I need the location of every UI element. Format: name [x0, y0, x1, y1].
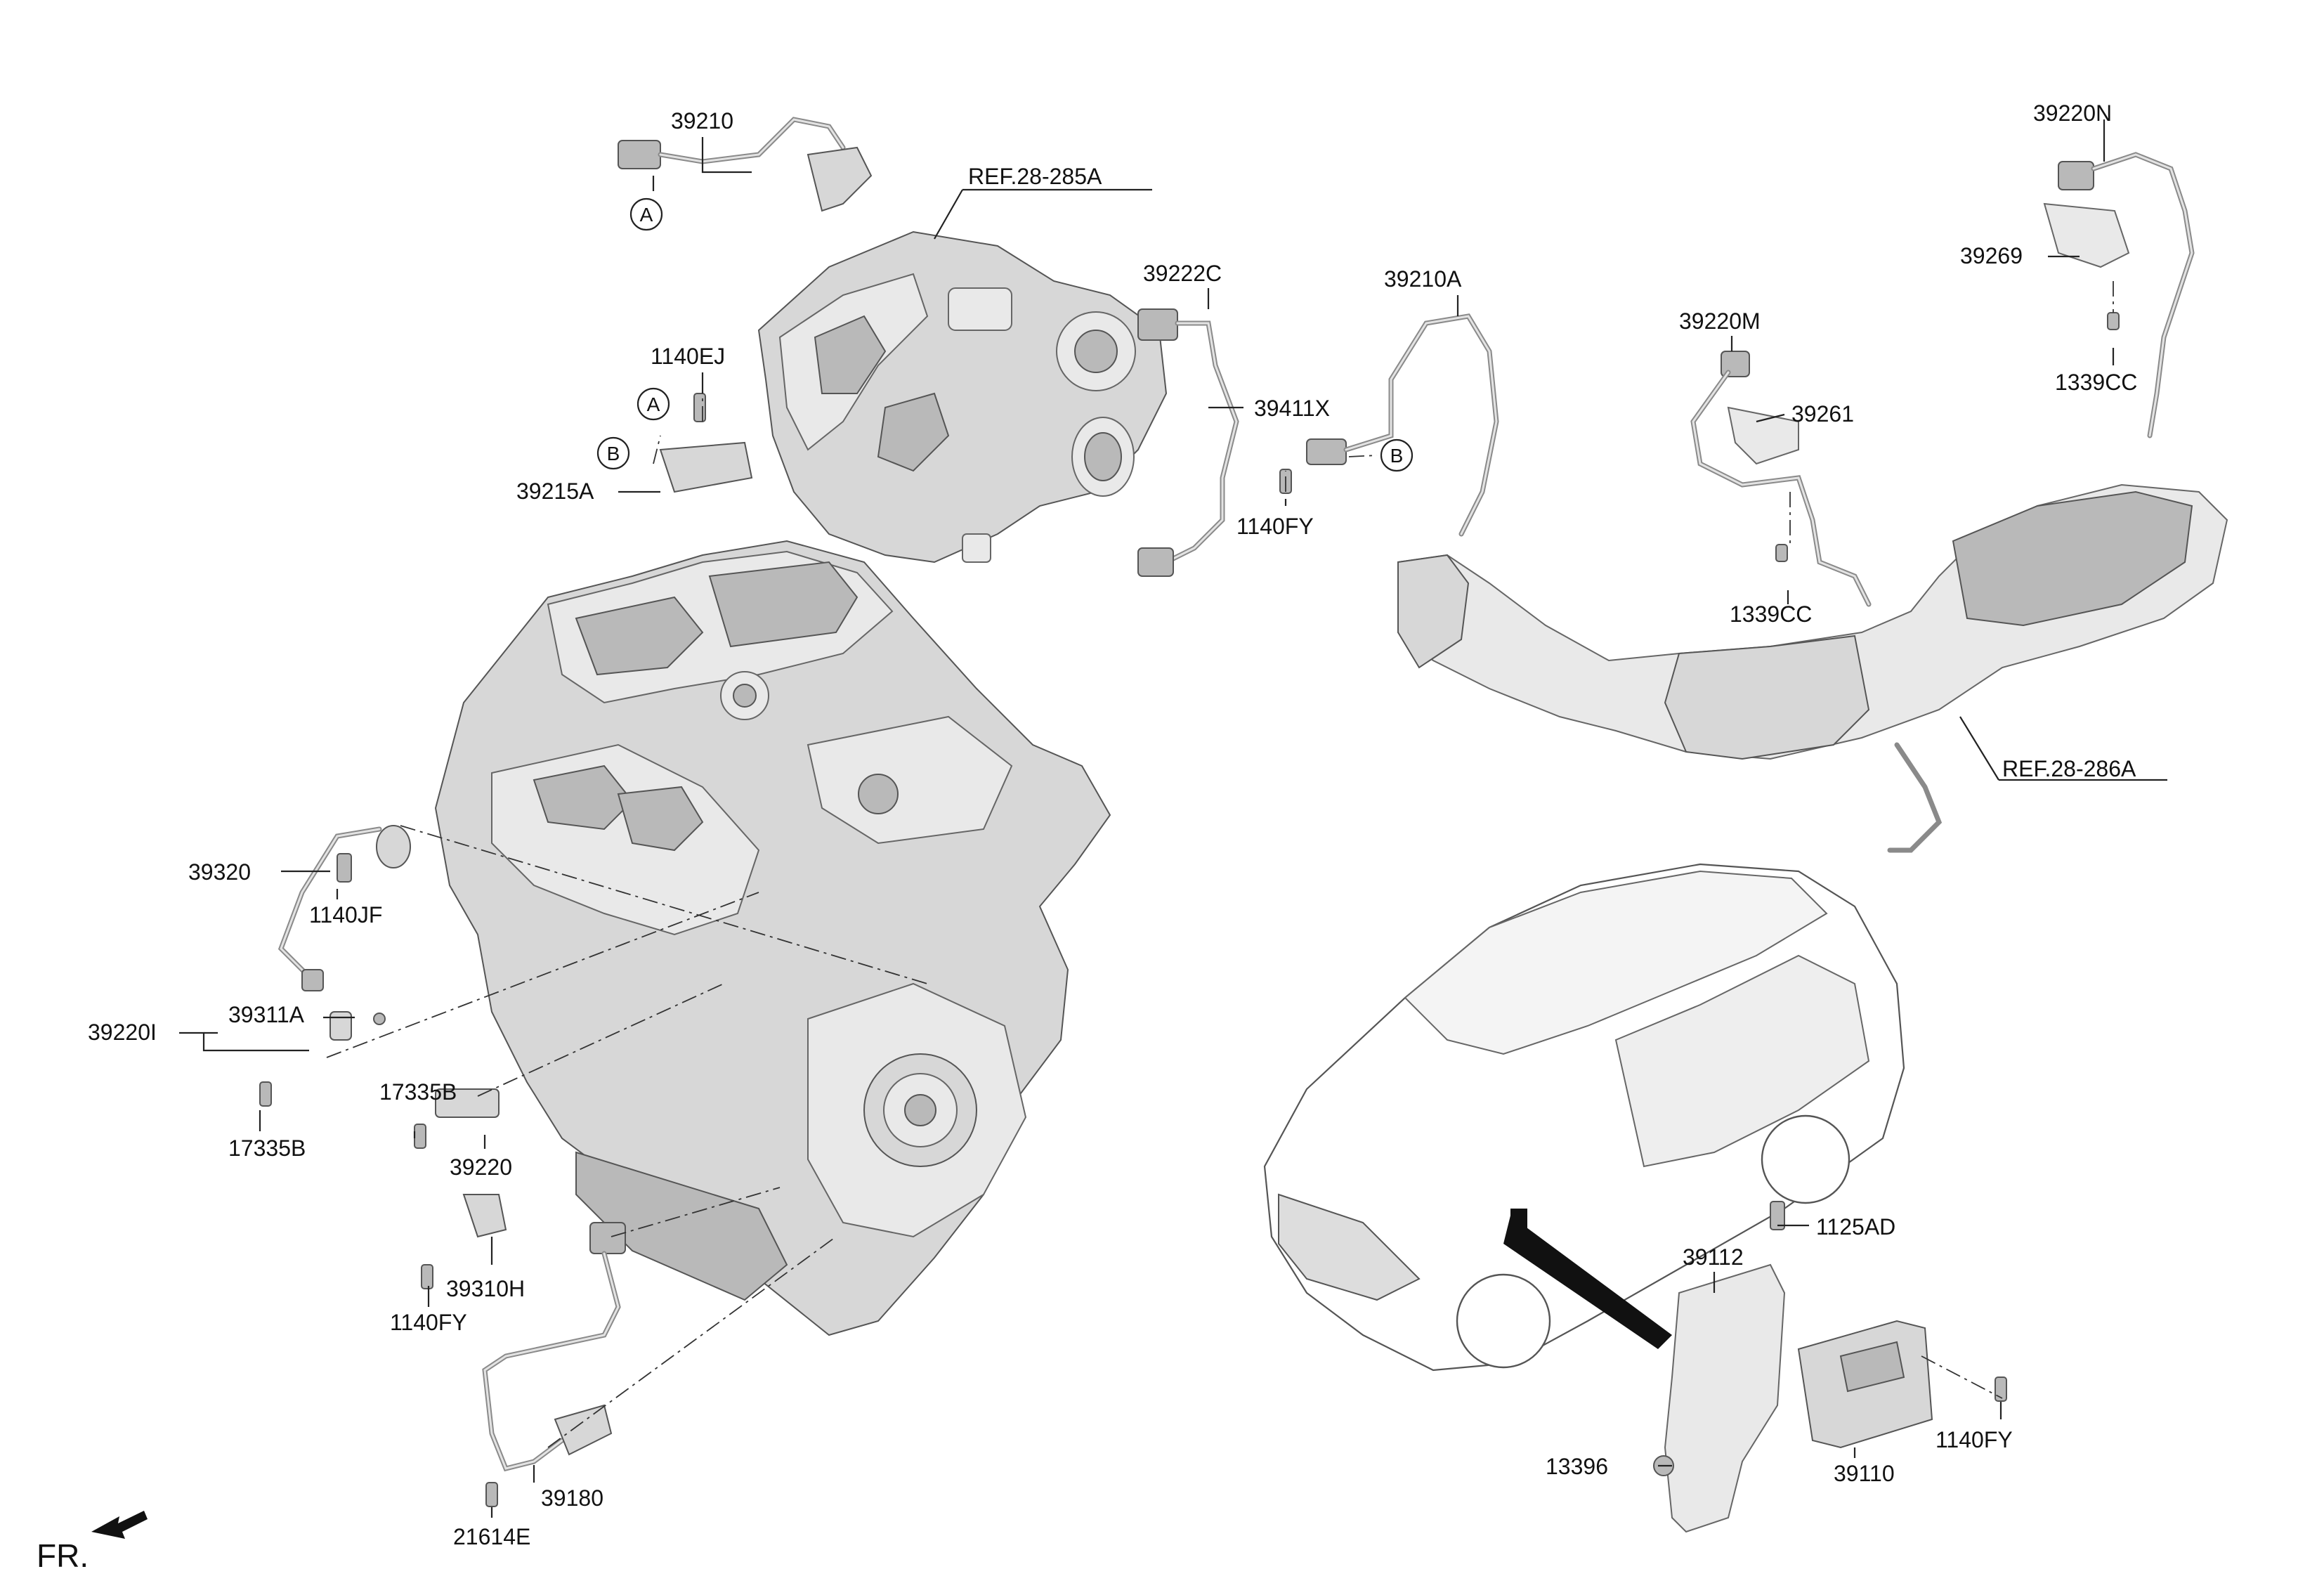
turbo-manifold-assembly [757, 230, 1168, 564]
label-39220m: 39220M [1679, 308, 1761, 334]
label-1125ad: 1125AD [1816, 1214, 1895, 1239]
label-39320: 39320 [188, 859, 251, 885]
callout-b-right-label: B [1390, 445, 1404, 467]
label-39220: 39220 [450, 1154, 512, 1180]
leader-lines [179, 119, 2167, 1518]
sensor-39210 [618, 117, 873, 212]
label-21614e: 21614E [453, 1524, 530, 1549]
label-39269: 39269 [1960, 243, 2023, 268]
label-39261: 39261 [1791, 401, 1854, 427]
label-39220i: 39220I [88, 1020, 157, 1045]
label-39411x: 39411X [1254, 396, 1330, 421]
label-1140fy-low: 1140FY [390, 1310, 467, 1335]
label-39112: 39112 [1683, 1244, 1744, 1270]
callout-b-left: B [596, 436, 630, 470]
label-1339cc-mid: 1339CC [1730, 601, 1812, 627]
sensor-39220M [1690, 351, 1872, 607]
sensor-39210A [1306, 313, 1499, 537]
small-parts [259, 312, 2120, 1507]
label-39311a: 39311A [228, 1002, 305, 1027]
front-arrow-icon [91, 1511, 148, 1539]
sensor-39222C [1137, 308, 1239, 577]
label-1140fy-top: 1140FY [1236, 514, 1314, 539]
callout-b-left-label: B [607, 443, 620, 464]
callout-a-top: A [629, 197, 663, 231]
front-label: FR. [37, 1537, 89, 1574]
label-1140fy-ecu: 1140FY [1935, 1427, 2013, 1452]
label-17335b-left: 17335B [228, 1135, 306, 1161]
label-39215a: 39215A [516, 479, 594, 504]
callout-a-mid: A [637, 387, 670, 421]
vehicle-silhouette [1263, 863, 1905, 1372]
label-39222c: 39222C [1143, 261, 1222, 286]
label-1140jf: 1140JF [309, 902, 382, 928]
part-labels: 39210 REF.28-285A 39222C 1140EJ 39411X 3… [88, 100, 2137, 1549]
ecu-assembly [1664, 1263, 1933, 1533]
label-39210: 39210 [671, 108, 733, 134]
callout-a-top-label: A [640, 204, 653, 226]
label-13396: 13396 [1546, 1454, 1608, 1479]
label-ref-28-285a: REF.28-285A [968, 164, 1102, 189]
sensor-39180 [482, 1222, 626, 1472]
label-39110: 39110 [1834, 1461, 1895, 1486]
engine-block [434, 540, 1111, 1336]
label-ref-28-286a: REF.28-286A [2002, 756, 2136, 781]
sensor-39220N [2043, 152, 2195, 438]
callout-a-mid-label: A [647, 393, 660, 415]
label-39210a: 39210A [1384, 266, 1462, 292]
sensor-39320 [278, 825, 411, 991]
label-1140ej: 1140EJ [651, 344, 725, 369]
front-indicator: FR. [37, 1511, 148, 1574]
exhaust-converter-assembly [1397, 483, 2228, 853]
label-39180: 39180 [541, 1485, 603, 1511]
projection-lines [326, 281, 2114, 1448]
label-1339cc-right: 1339CC [2055, 370, 2137, 395]
label-39310h: 39310H [446, 1276, 525, 1301]
label-17335b-mid: 17335B [379, 1079, 457, 1105]
callout-b-right: B [1380, 438, 1414, 472]
label-39220n: 39220N [2033, 100, 2112, 126]
